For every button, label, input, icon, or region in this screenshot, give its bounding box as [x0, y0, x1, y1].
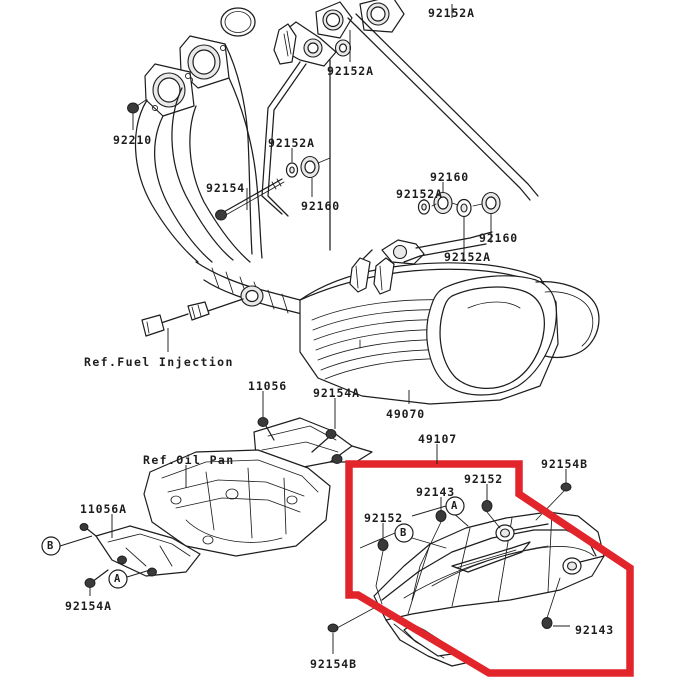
- callout-A-oilpan: A: [114, 573, 121, 585]
- exhaust-header-group: [127, 7, 303, 315]
- label-92152-lower: 92152: [364, 511, 404, 525]
- label-49070: 49070: [386, 407, 426, 421]
- label-92143-upper: 92143: [416, 485, 456, 499]
- label-92154B-bottom: 92154B: [310, 657, 357, 671]
- red-highlight-outline: [345, 460, 634, 677]
- bolt-92210: [127, 99, 147, 114]
- exhaust-flange-upper: [179, 35, 230, 89]
- label-11056: 11056: [248, 379, 288, 393]
- label-92152-upper: 92152: [464, 472, 504, 486]
- label-92154B-right: 92154B: [541, 457, 588, 471]
- muffler-hanger-bracket-group: [215, 0, 539, 251]
- label-11056A: 11056A: [80, 502, 127, 516]
- damper-group-left: [285, 155, 331, 179]
- label-92154: 92154: [206, 181, 246, 195]
- damper-group-right: [417, 191, 501, 218]
- label-92143-lower: 92143: [575, 623, 615, 637]
- label-92154A-bottom: 92154A: [65, 599, 112, 613]
- label-92154A-top: 92154A: [313, 386, 360, 400]
- label-ref-fuel-injection: Ref.Fuel Injection: [84, 355, 234, 369]
- label-92210: 92210: [113, 133, 153, 147]
- label-92160-mid: 92160: [430, 170, 470, 184]
- label-leader-lines: [89, 4, 570, 654]
- exhaust-flange-lower: [144, 63, 195, 117]
- label-92152A-mid-left: 92152A: [268, 136, 315, 150]
- label-92160-left: 92160: [301, 199, 341, 213]
- label-92152A-top: 92152A: [428, 6, 475, 20]
- bolt-92154: [215, 178, 285, 221]
- callout-A-cover: A: [451, 500, 458, 512]
- label-92152A-bracket: 92152A: [327, 64, 374, 78]
- oxygen-sensor-group: [141, 285, 264, 337]
- label-ref-oil-pan: Ref.Oil Pan: [143, 453, 235, 467]
- label-92152A-lower-right: 92152A: [444, 250, 491, 264]
- callout-B-cover: B: [400, 527, 407, 539]
- muffler-cover-49107: [327, 482, 605, 667]
- collar-92152A-top: [334, 39, 352, 57]
- callout-B-oilpan: B: [47, 540, 54, 552]
- label-92160-right: 92160: [479, 231, 519, 245]
- label-92152A-right: 92152A: [396, 187, 443, 201]
- muffler-body-49070: [299, 231, 600, 405]
- label-49107: 49107: [418, 432, 458, 446]
